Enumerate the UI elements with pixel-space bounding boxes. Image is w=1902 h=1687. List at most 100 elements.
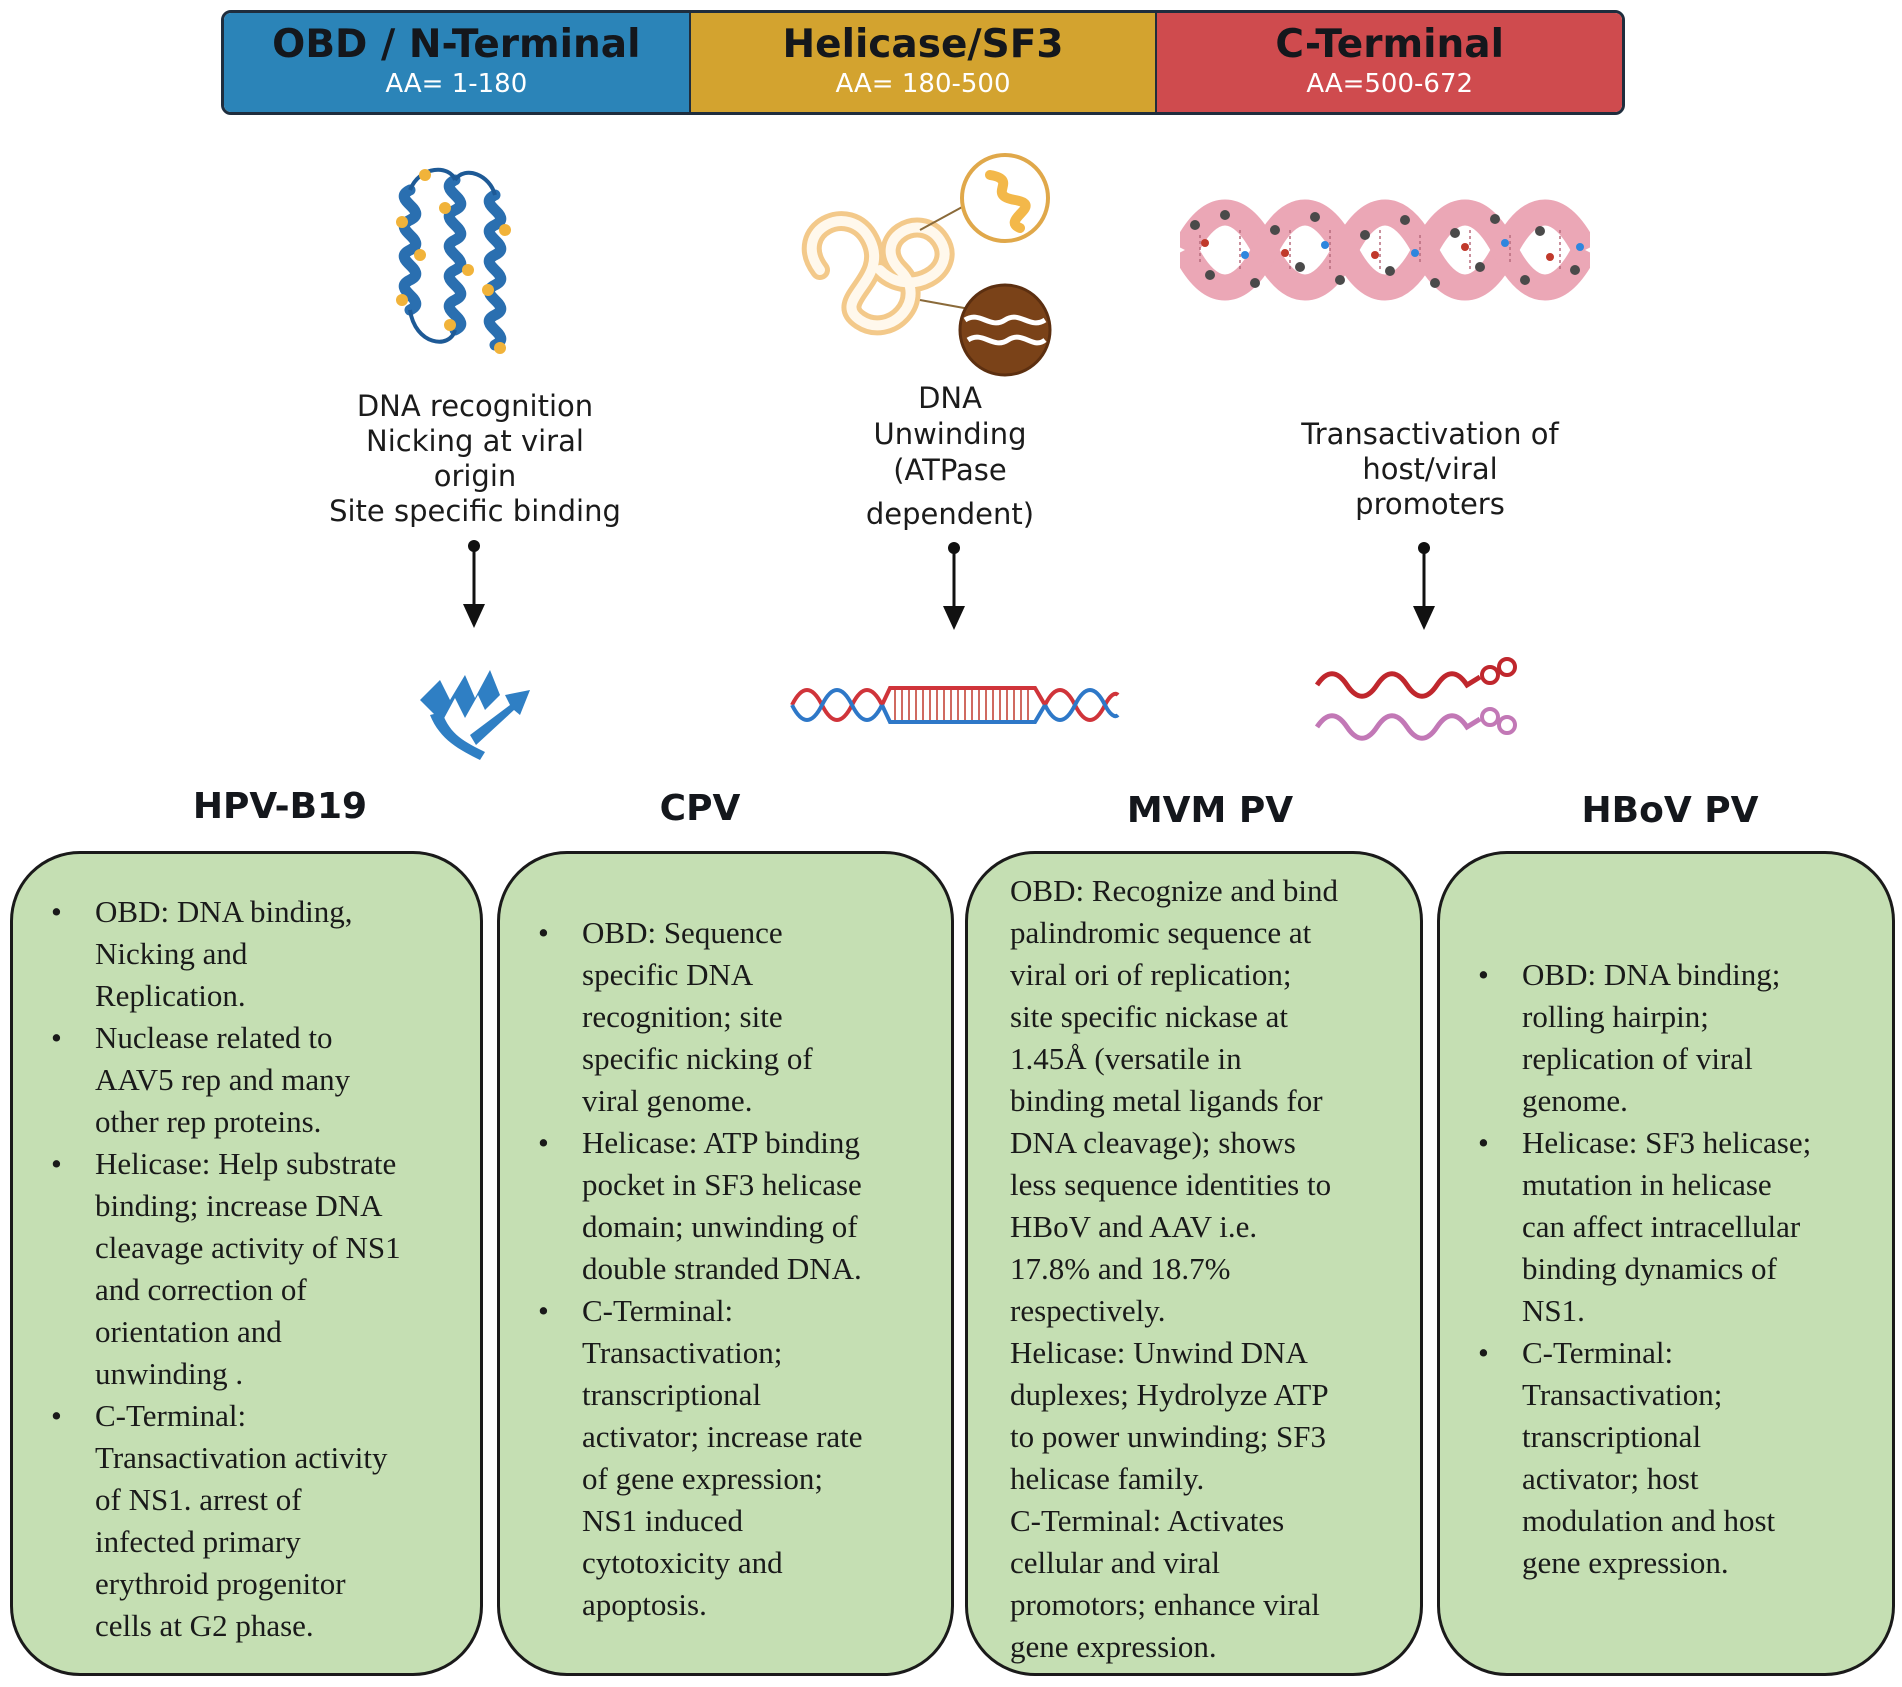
text-line: mutation in helicase	[1522, 1167, 1772, 1202]
domain-range: AA=500-672	[1306, 69, 1474, 100]
text-line: NS1 induced	[582, 1503, 744, 1538]
text-line: and correction of	[95, 1272, 307, 1307]
dna-double-helix-molecule-icon	[1180, 199, 1590, 301]
unwinding-loop-icon	[802, 153, 1052, 377]
text-line: 1.45Å (versatile in	[1010, 1041, 1242, 1076]
text-line: viral genome.	[582, 1083, 753, 1118]
text-line: Transactivation;	[582, 1335, 783, 1370]
text-line: respectively.	[1010, 1293, 1166, 1328]
list-item: OBD: DNA binding; rolling hairpin; repli…	[1478, 954, 1892, 1122]
function-line: (ATPase	[893, 453, 1007, 487]
protein-helix-bundle-icon	[396, 167, 511, 354]
function-line: promoters	[1355, 487, 1505, 521]
list-item: C-Terminal: Transactivation activity of …	[51, 1395, 480, 1647]
text-line: binding metal ligands for	[1010, 1083, 1323, 1118]
bullet-list: OBD: DNA binding; rolling hairpin; repli…	[1440, 954, 1892, 1584]
text-line: specific nicking of	[582, 1041, 813, 1076]
list-item: OBD: DNA binding, Nicking and Replicatio…	[51, 891, 480, 1017]
text-line: Transactivation;	[1522, 1377, 1723, 1412]
obd-arrow	[463, 540, 485, 628]
text-line: duplexes; Hydrolyze ATP	[1010, 1377, 1329, 1412]
text-line: of NS1. arrest of	[95, 1482, 302, 1517]
text-line: transcriptional	[1522, 1419, 1702, 1454]
text-line: Helicase: Unwind DNA	[1010, 1335, 1308, 1370]
text-line: recognition; site	[582, 999, 783, 1034]
text-line: OBD: DNA binding,	[95, 894, 353, 929]
virus-label-mvm-pv: MVM PV	[1126, 790, 1294, 831]
text-line: Helicase: Help substrate	[95, 1146, 397, 1181]
function-line: Nicking at viral	[366, 424, 584, 458]
virus-label-hbov-pv: HBoV PV	[1581, 790, 1759, 831]
function-line: Transactivation of	[1301, 417, 1559, 451]
rna-strands-icon	[1315, 657, 1517, 741]
text-line: specific DNA	[582, 957, 754, 992]
domain-title: OBD / N-Terminal	[272, 22, 641, 68]
text-line: transcriptional	[582, 1377, 762, 1412]
hpv-b19-card: OBD: DNA binding, Nicking and Replicatio…	[10, 851, 483, 1676]
text-line: Nuclease related to	[95, 1020, 333, 1055]
list-item: Helicase: ATP binding pocket in SF3 heli…	[538, 1122, 951, 1290]
domain-range: AA= 1-180	[385, 69, 528, 100]
text-line: gene expression.	[1010, 1629, 1217, 1664]
bullet-list: OBD: DNA binding, Nicking and Replicatio…	[13, 891, 480, 1647]
text-line: cellular and viral	[1010, 1545, 1221, 1580]
text-line: site specific nickase at	[1010, 999, 1289, 1034]
text-line: apoptosis.	[582, 1587, 707, 1622]
text-line: other rep proteins.	[95, 1104, 322, 1139]
text-line: pocket in SF3 helicase	[582, 1167, 862, 1202]
domain-obd: OBD / N-Terminal AA= 1-180	[224, 13, 689, 112]
virus-label-cpv: CPV	[659, 788, 741, 829]
text-line: cleavage activity of NS1	[95, 1230, 401, 1265]
text-line: DNA cleavage); shows	[1010, 1125, 1296, 1160]
list-item: Helicase: SF3 helicase; mutation in heli…	[1478, 1122, 1892, 1332]
text-line: OBD: Sequence	[582, 915, 783, 950]
text-line: cytotoxicity and	[582, 1545, 783, 1580]
domain-range: AA= 180-500	[835, 69, 1011, 100]
list-item: Helicase: Help substrate binding; increa…	[51, 1143, 480, 1395]
text-line: NS1.	[1522, 1293, 1585, 1328]
protein-ribbon-icon	[420, 670, 530, 760]
text-line: activator; host	[1522, 1461, 1699, 1496]
cterminal-arrow	[1413, 542, 1435, 630]
text-line: Helicase: ATP binding	[582, 1125, 860, 1160]
domain-title: C-Terminal	[1275, 22, 1504, 68]
text-line: 17.8% and 18.7%	[1010, 1251, 1231, 1286]
text-line: activator; increase rate	[582, 1419, 863, 1454]
text-line: OBD: Recognize and bind	[1010, 873, 1339, 908]
text-line: C-Terminal:	[95, 1398, 247, 1433]
function-line: Unwinding	[873, 417, 1027, 451]
text-line: infected primary	[95, 1524, 301, 1559]
domain-bar: OBD / N-Terminal AA= 1-180 Helicase/SF3 …	[221, 10, 1625, 115]
list-item: OBD: Sequence specific DNA recognition; …	[538, 912, 951, 1122]
text-line: binding dynamics of	[1522, 1251, 1777, 1286]
domain-cterminal: C-Terminal AA=500-672	[1155, 13, 1622, 112]
text-line: AAV5 rep and many	[95, 1062, 351, 1097]
text-line: Helicase: SF3 helicase;	[1522, 1125, 1812, 1160]
text-line: Replication.	[95, 978, 246, 1013]
text-line: OBD: DNA binding;	[1522, 957, 1781, 992]
text-line: binding; increase DNA	[95, 1188, 383, 1223]
list-item: C-Terminal: Transactivation; transcripti…	[1478, 1332, 1892, 1584]
mvm-pv-card: OBD: Recognize and bind palindromic sequ…	[965, 851, 1423, 1676]
text-line: erythroid progenitor	[95, 1566, 346, 1601]
domain-helicase: Helicase/SF3 AA= 180-500	[688, 13, 1156, 112]
cpv-card: OBD: Sequence specific DNA recognition; …	[497, 851, 954, 1676]
virus-label-hpv-b19: HPV-B19	[192, 786, 368, 827]
hbov-pv-card: OBD: DNA binding; rolling hairpin; repli…	[1437, 851, 1895, 1676]
text-line: palindromic sequence at	[1010, 915, 1312, 950]
text-block: OBD: Recognize and bind palindromic sequ…	[968, 870, 1420, 1668]
text-line: orientation and	[95, 1314, 282, 1349]
cterminal-function-text: Transactivation of host/viral promoters	[1270, 417, 1590, 522]
text-line: promotors; enhance viral	[1010, 1587, 1320, 1622]
text-line: can affect intracellular	[1522, 1209, 1801, 1244]
text-line: replication of viral	[1522, 1041, 1753, 1076]
text-line: C-Terminal:	[582, 1293, 734, 1328]
function-line: host/viral	[1362, 452, 1498, 486]
text-line: less sequence identities to	[1010, 1167, 1332, 1202]
domain-title: Helicase/SF3	[782, 22, 1064, 68]
text-line: HBoV and AAV i.e.	[1010, 1209, 1258, 1244]
text-line: C-Terminal: Activates	[1010, 1503, 1285, 1538]
function-line: dependent)	[865, 497, 1035, 531]
text-line: gene expression.	[1522, 1545, 1729, 1580]
text-line: to power unwinding; SF3	[1010, 1419, 1327, 1454]
